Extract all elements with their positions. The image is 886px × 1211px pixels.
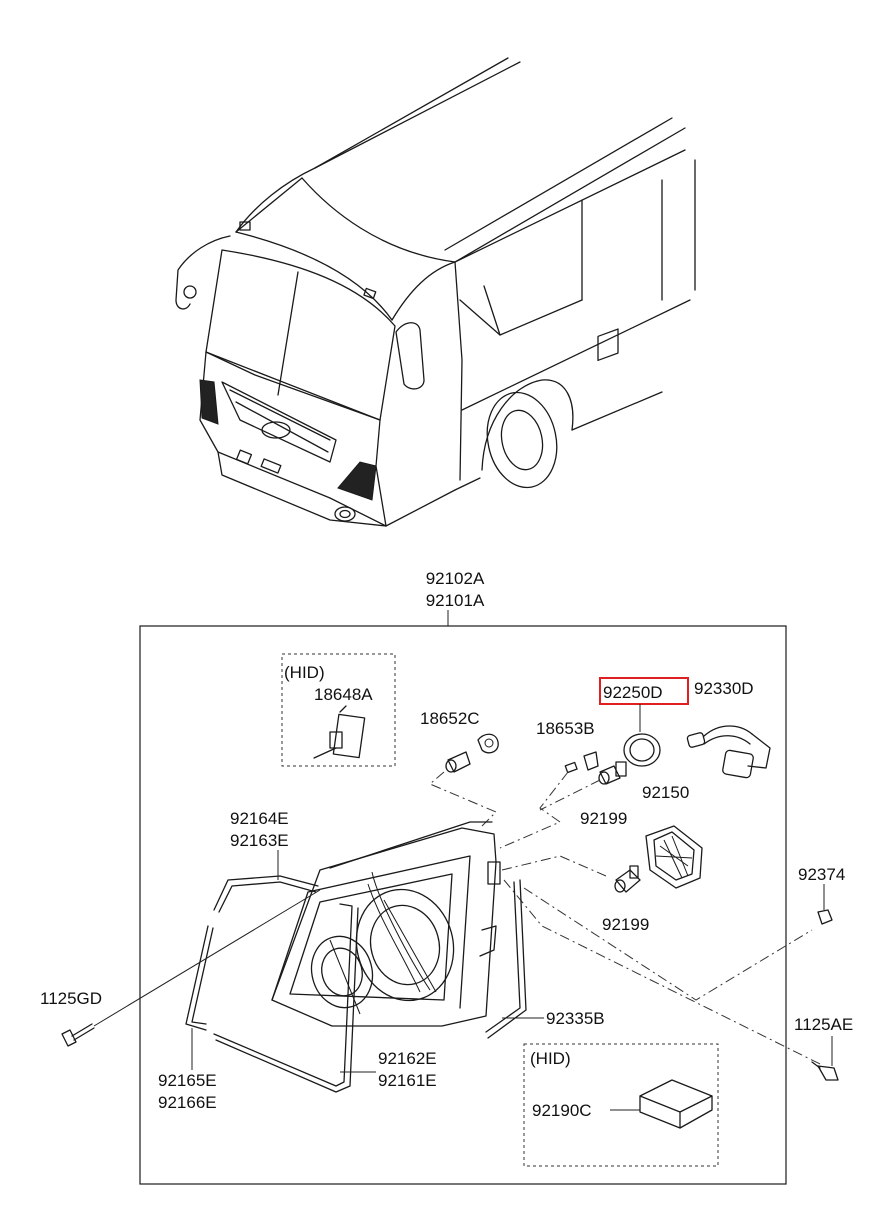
assembly-part-a: 92102A	[426, 569, 485, 588]
part-92374[interactable]: 92374	[798, 865, 845, 884]
part-92199-upper[interactable]: 92199	[580, 809, 627, 828]
bulb-18652C-icon	[445, 733, 499, 773]
clip-92374-icon	[817, 909, 833, 925]
hid-top-box	[281, 653, 396, 767]
assembly-guide-lines	[429, 771, 821, 1065]
part-92162E[interactable]: 92162E	[378, 1049, 437, 1068]
gasket-92335B-icon	[485, 879, 527, 1039]
part-92250D[interactable]: 92250D	[603, 683, 663, 702]
retaining-ring-92250D-icon	[623, 733, 661, 767]
hid-top-title: (HID)	[284, 663, 325, 682]
part-1125GD[interactable]: 1125GD	[40, 989, 102, 1008]
part-92335B[interactable]: 92335B	[546, 1009, 605, 1028]
headlamp-assembly	[271, 821, 501, 1027]
bulb-92199-lower-icon	[614, 865, 641, 893]
highlight-box-92250D	[599, 677, 689, 705]
wiring-socket-92330D-icon	[686, 725, 771, 779]
assembly-frame	[139, 625, 787, 1185]
headlight-left-icon	[199, 379, 219, 425]
hid-bottom-title: (HID)	[530, 1049, 571, 1068]
gasket-92163E-icon	[213, 875, 319, 913]
bulb-18653B-icon	[564, 751, 599, 774]
part-92330D[interactable]: 92330D	[694, 679, 754, 698]
part-1125AE[interactable]: 1125AE	[794, 1015, 853, 1034]
gasket-92161E-icon	[213, 903, 359, 1093]
part-92163E[interactable]: 92163E	[230, 831, 289, 850]
bus-illustration	[175, 57, 696, 527]
part-92166E[interactable]: 92166E	[158, 1093, 217, 1112]
part-18653B[interactable]: 18653B	[536, 719, 595, 738]
screw-1125GD-icon	[61, 1023, 95, 1047]
dust-cover-92150-icon	[645, 825, 703, 889]
hid-bottom-box	[523, 1043, 719, 1167]
screw-1125AE-icon	[811, 1061, 839, 1081]
headlight-right-icon	[337, 461, 377, 501]
bulb-92199-upper-icon	[598, 761, 627, 785]
ballast-92190C-icon	[639, 1079, 713, 1129]
part-18648A[interactable]: 18648A	[314, 685, 373, 704]
assembly-part-b: 92101A	[426, 591, 485, 610]
part-92190C[interactable]: 92190C	[532, 1101, 592, 1120]
part-92199-lower[interactable]: 92199	[602, 915, 649, 934]
part-18652C[interactable]: 18652C	[420, 709, 480, 728]
part-92161E[interactable]: 92161E	[378, 1071, 437, 1090]
part-92150[interactable]: 92150	[642, 783, 689, 802]
part-92165E[interactable]: 92165E	[158, 1071, 217, 1090]
gasket-92165E-icon	[185, 925, 214, 1031]
emblem-icon	[261, 421, 291, 439]
hid-bulb-icon	[313, 705, 366, 759]
part-92164E[interactable]: 92164E	[230, 809, 289, 828]
